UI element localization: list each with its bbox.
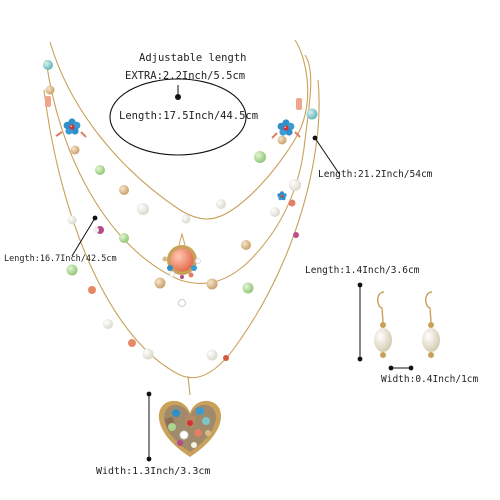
beads-strand-bottom xyxy=(66,227,254,361)
inner-length-label: Length:16.7Inch/42.5cm xyxy=(4,254,117,264)
outer-length-label: Length:21.2Inch/54cm xyxy=(318,169,433,180)
earring-width-label: Width:0.4Inch/1cm xyxy=(381,374,479,385)
earring-length-label: Length:1.4Inch/3.6cm xyxy=(305,265,420,276)
inner-length-line xyxy=(71,217,96,257)
extra-length-label: EXTRA:2.2Inch/5.5cm xyxy=(125,70,246,82)
earring-left xyxy=(374,291,392,358)
pendant-bail-line xyxy=(187,375,191,396)
main-length-ellipse xyxy=(109,78,247,156)
coral-pendant xyxy=(162,232,201,307)
pendant-width-label: Width:1.3Inch/3.3cm xyxy=(96,466,211,477)
flower-charm-middle-right xyxy=(277,191,287,201)
necklace-chains xyxy=(43,39,320,396)
earring-right xyxy=(422,291,440,358)
flower-charm-right xyxy=(271,119,301,139)
flower-charm-left xyxy=(55,118,87,138)
outer-length-line xyxy=(314,137,341,176)
main-length-label: Length:17.5Inch/44.5cm xyxy=(119,110,259,122)
beads-strand-middle xyxy=(67,179,301,290)
measurement-lines xyxy=(71,78,414,462)
beads-strand-top xyxy=(43,60,318,224)
chain-strand-middle xyxy=(45,54,312,284)
adjustable-length-title: Adjustable length xyxy=(139,52,247,64)
chain-strand-top xyxy=(49,39,309,220)
chain-strand-bottom xyxy=(43,79,320,379)
heart-pendant xyxy=(158,400,222,457)
